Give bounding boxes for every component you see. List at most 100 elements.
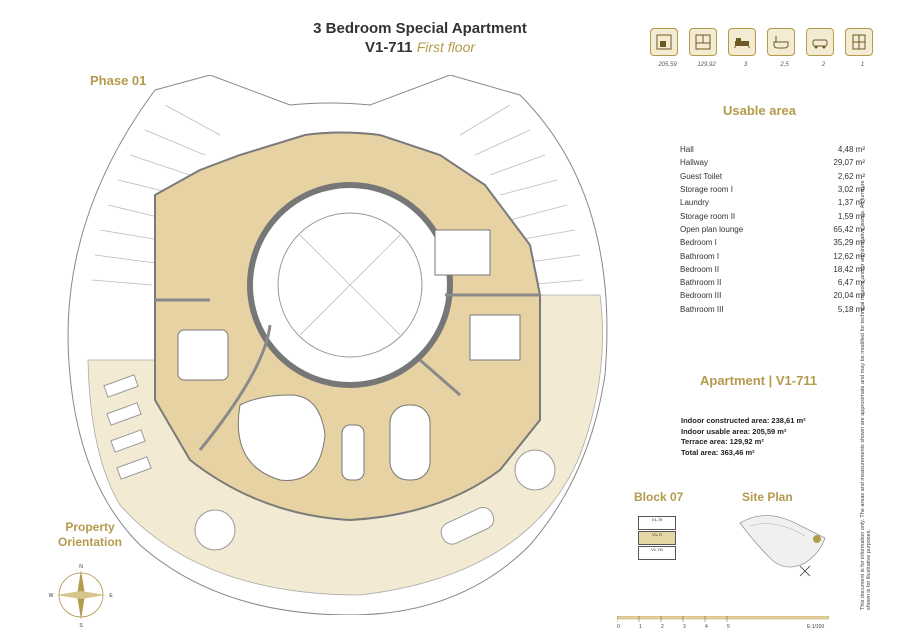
apartment-summary: Indoor constructed area: 238,61 m² Indoo…: [681, 416, 806, 458]
orientation-line: Orientation: [57, 535, 122, 549]
feature-icons: [650, 28, 873, 56]
partition-walls: [155, 293, 540, 451]
area-value: 5,18 m²: [837, 304, 865, 314]
disclaimer: This document is for information only. T…: [860, 180, 872, 610]
area-row: Hall 4,48 m²: [680, 143, 865, 156]
scale-bar: [617, 616, 829, 622]
area-name: Bathroom II: [680, 278, 722, 288]
sofa-icon: [237, 394, 326, 481]
area-name: Hallway: [680, 158, 709, 168]
area-value: 4,48 m²: [837, 145, 865, 155]
scale-tick: 1: [639, 624, 642, 630]
unit-code: V1-711: [364, 39, 413, 56]
area-name: Guest Toilet: [680, 171, 723, 181]
area-row: Bedroom II 18,42 m²: [680, 263, 865, 276]
block-level: V1-7II: [638, 516, 676, 530]
bed-icon: [728, 28, 756, 56]
compass-w: W: [49, 593, 54, 599]
site-marker-icon: [813, 535, 821, 543]
summary-line: Total area: 363,46 m²: [681, 447, 755, 457]
area-row: Hallway 29,07 m²: [680, 156, 865, 169]
area-row: Open plan lounge 65,42 m²: [680, 223, 865, 236]
area-row: Bathroom I 12,62 m²: [680, 249, 865, 262]
terrace-table-icon: [514, 449, 556, 491]
storage-icon: [845, 28, 873, 56]
floorplan-icon: [689, 28, 717, 56]
area-value: 18,42 m²: [833, 264, 865, 274]
compass-n: N: [79, 564, 83, 570]
compass-s: S: [79, 623, 83, 628]
area-name: Bedroom III: [680, 291, 722, 301]
bed-icon: [177, 329, 229, 381]
site-compass-icon: [799, 565, 811, 577]
block-title: Block 07: [634, 490, 684, 504]
feature-value: 205,59: [658, 62, 677, 68]
property-orientation-title: Property Orientation: [40, 520, 140, 550]
area-value: 1,59 m²: [837, 211, 865, 221]
phase-label: Phase 01: [90, 73, 147, 88]
dining-table-icon: [341, 424, 365, 481]
scale-tick: 3: [683, 624, 686, 630]
floor-plan: [67, 75, 608, 615]
area-row: Bathroom III 5,18 m²: [680, 303, 865, 316]
feature-value: 1: [860, 62, 865, 68]
area-row: Storage room I 3,02 m²: [680, 183, 865, 196]
block-levels: V1-7II V1-7I V1-7I0: [638, 516, 676, 561]
feature-value: 2,5: [780, 62, 789, 68]
orientation-line: Property: [65, 520, 115, 534]
area-row: Bedroom III 20,04 m²: [680, 289, 865, 302]
block-level: V1-7I0: [638, 546, 676, 560]
bed-icon: [434, 229, 491, 276]
plan-title: 3 Bedroom Special Apartment V1-711 First…: [300, 20, 540, 57]
area-value: 3,02 m²: [837, 185, 865, 195]
apartment-type: 3 Bedroom Special Apartment: [313, 20, 527, 37]
feature-value: 3: [743, 62, 748, 68]
bathtub-icon: [767, 28, 795, 56]
usable-area-title: Usable area: [723, 103, 796, 118]
block-level-selected: V1-7I: [638, 531, 676, 545]
terrace-dining-icon: [440, 506, 495, 545]
floor-label: First floor: [416, 39, 476, 55]
bed-icon: [469, 314, 521, 361]
area-name: Bedroom I: [680, 238, 717, 248]
terrace-table-icon: [194, 509, 236, 551]
usable-area-table: Hall 4,48 m² Hallway 29,07 m² Guest Toilet 2,…: [680, 143, 865, 316]
summary-line: Indoor constructed area: 238,61 m²: [681, 416, 806, 425]
kitchen-island-icon: [389, 404, 431, 481]
scale-ratio: E:1/100: [807, 624, 825, 630]
area-name: Bathroom III: [680, 304, 724, 314]
compass-e: E: [109, 593, 113, 599]
area-value: 29,07 m²: [833, 158, 865, 168]
compass-rose-icon: N S E W: [49, 564, 114, 628]
scale-tick: 4: [705, 624, 708, 630]
area-name: Storage room II: [680, 211, 736, 221]
area-name: Open plan lounge: [680, 224, 744, 234]
scale-tick: 2: [661, 624, 664, 630]
summary-line: Indoor usable area: 205,59 m²: [681, 426, 787, 436]
area-value: 2,62 m²: [837, 171, 865, 181]
area-name: Laundry: [680, 198, 709, 208]
area-name: Bedroom II: [680, 264, 720, 274]
area-row: Guest Toilet 2,62 m²: [680, 170, 865, 183]
site-plan-map: [739, 515, 826, 577]
area-value: 65,42 m²: [833, 224, 865, 234]
area-name: Hall: [680, 145, 694, 155]
area-row: Storage room II 1,59 m²: [680, 209, 865, 222]
area-name: Bathroom I: [680, 251, 720, 261]
feature-value: 129,92: [697, 62, 716, 68]
sun-loungers: [103, 374, 152, 480]
scale-tick: 0: [617, 624, 620, 630]
house-plot-icon: [650, 28, 678, 56]
unit-line: V1-711 First floor: [300, 38, 540, 57]
scale-tick: 5: [727, 624, 730, 630]
feature-values: 205,59 129,92 3 2,5 2 1: [648, 62, 882, 68]
feature-value: 2: [821, 62, 826, 68]
site-plan-title: Site Plan: [742, 490, 793, 504]
parking-icon: [806, 28, 834, 56]
area-name: Storage room I: [680, 185, 733, 195]
area-value: 20,04 m²: [833, 291, 865, 301]
area-value: 12,62 m²: [833, 251, 865, 261]
